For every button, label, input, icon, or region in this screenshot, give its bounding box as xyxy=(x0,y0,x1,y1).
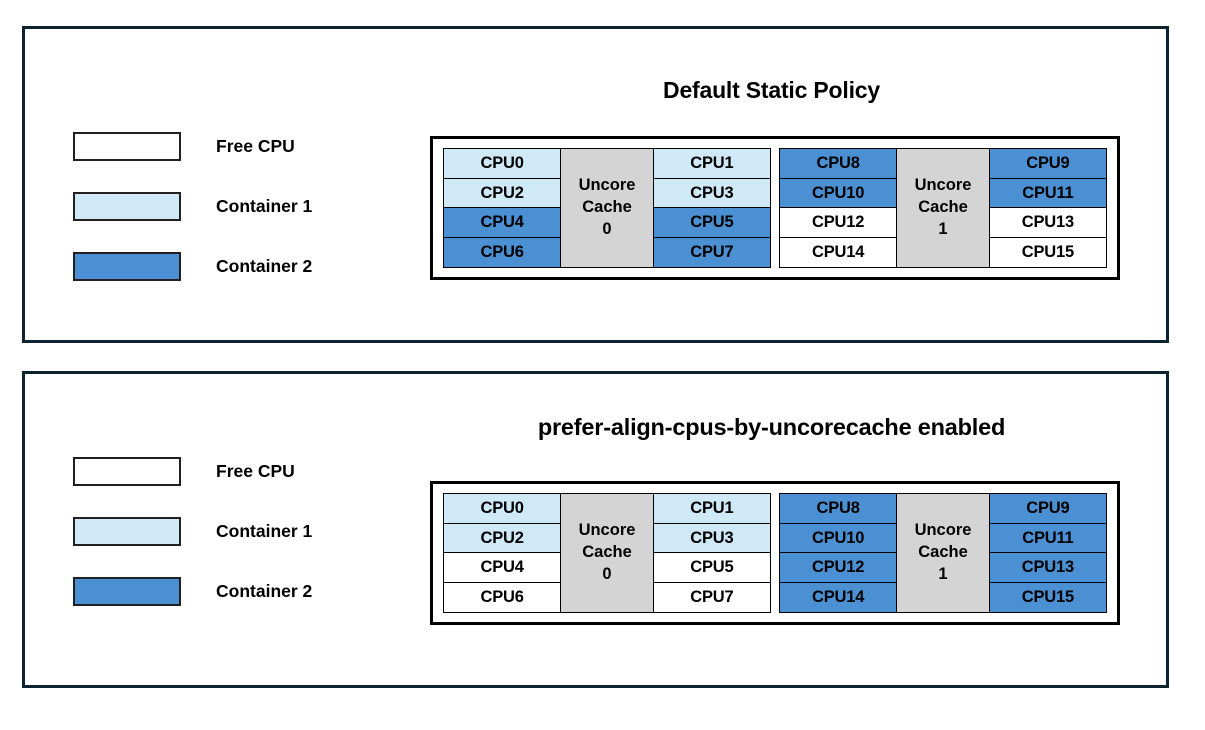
cpu-cell: CPU0 xyxy=(443,148,561,180)
uncore-cache-block: Uncore Cache 0 xyxy=(559,493,655,613)
page-title: prefer-align-cpus-by-uncorecache enabled xyxy=(537,414,1006,440)
cpu-cell: CPU8 xyxy=(779,148,897,180)
cpu-cell: CPU9 xyxy=(989,493,1107,525)
cpu-cell: CPU1 xyxy=(653,493,771,525)
legend-item-container-1: Container 1 xyxy=(73,517,312,546)
cpu-cell: CPU14 xyxy=(779,236,897,268)
cpu-cell: CPU5 xyxy=(653,207,771,239)
cpu-column-right: CPU1 CPU3 CPU5 CPU7 xyxy=(653,493,771,613)
uncore-cache-label-index: 1 xyxy=(938,564,948,583)
cpu-column-left: CPU8 CPU10 CPU12 CPU14 xyxy=(779,148,897,268)
cpu-topology-diagram: CPU0 CPU2 CPU4 CPU6 Uncore Cache 0 CPU1 … xyxy=(430,481,1120,625)
panel-default-static-policy: Default Static Policy Free CPU Container… xyxy=(22,26,1169,343)
socket-uncore-cache-1: CPU8 CPU10 CPU12 CPU14 Uncore Cache 1 CP… xyxy=(779,148,1107,268)
cpu-cell: CPU14 xyxy=(779,581,897,613)
legend-label-container-2: Container 2 xyxy=(216,256,313,276)
legend-label-container-1: Container 1 xyxy=(216,196,313,216)
cpu-column-right: CPU1 CPU3 CPU5 CPU7 xyxy=(653,148,771,268)
uncore-cache-label-line1: Uncore xyxy=(578,521,636,540)
legend-label-free-cpu: Free CPU xyxy=(216,461,295,481)
cpu-column-left: CPU0 CPU2 CPU4 CPU6 xyxy=(443,493,561,613)
uncore-cache-label-line2: Cache xyxy=(918,543,968,562)
cpu-column-right: CPU9 CPU11 CPU13 CPU15 xyxy=(989,148,1107,268)
cpu-cell: CPU3 xyxy=(653,522,771,554)
legend-item-container-1: Container 1 xyxy=(73,192,312,221)
legend-swatch-container-1 xyxy=(73,517,181,546)
cpu-cell: CPU6 xyxy=(443,581,561,613)
socket-uncore-cache-0: CPU0 CPU2 CPU4 CPU6 Uncore Cache 0 CPU1 … xyxy=(443,493,771,613)
cpu-cell: CPU7 xyxy=(653,236,771,268)
uncore-cache-label-line1: Uncore xyxy=(914,521,972,540)
legend-item-free-cpu: Free CPU xyxy=(73,132,312,161)
legend: Free CPU Container 1 Container 2 xyxy=(73,457,312,606)
cpu-cell: CPU2 xyxy=(443,177,561,209)
cpu-column-left: CPU8 CPU10 CPU12 CPU14 xyxy=(779,493,897,613)
uncore-cache-block: Uncore Cache 1 xyxy=(895,148,991,268)
cpu-cell: CPU15 xyxy=(989,581,1107,613)
uncore-cache-label-index: 1 xyxy=(938,219,948,238)
cpu-cell: CPU6 xyxy=(443,236,561,268)
socket-uncore-cache-0: CPU0 CPU2 CPU4 CPU6 Uncore Cache 0 CPU1 … xyxy=(443,148,771,268)
legend-item-container-2: Container 2 xyxy=(73,577,312,606)
legend-swatch-free-cpu xyxy=(73,132,181,161)
cpu-cell: CPU13 xyxy=(989,552,1107,584)
cpu-cell: CPU15 xyxy=(989,236,1107,268)
cpu-cell: CPU13 xyxy=(989,207,1107,239)
uncore-cache-label-line2: Cache xyxy=(918,198,968,217)
cpu-cell: CPU12 xyxy=(779,552,897,584)
cpu-cell: CPU4 xyxy=(443,207,561,239)
uncore-cache-block: Uncore Cache 0 xyxy=(559,148,655,268)
cpu-cell: CPU9 xyxy=(989,148,1107,180)
cpu-cell: CPU0 xyxy=(443,493,561,525)
legend-item-container-2: Container 2 xyxy=(73,252,312,281)
legend-label-container-1: Container 1 xyxy=(216,521,313,541)
uncore-cache-label-index: 0 xyxy=(602,564,612,583)
cpu-topology-diagram: CPU0 CPU2 CPU4 CPU6 Uncore Cache 0 CPU1 … xyxy=(430,136,1120,280)
uncore-cache-label-line1: Uncore xyxy=(578,176,636,195)
cpu-column-right: CPU9 CPU11 CPU13 CPU15 xyxy=(989,493,1107,613)
cpu-cell: CPU10 xyxy=(779,177,897,209)
uncore-cache-block: Uncore Cache 1 xyxy=(895,493,991,613)
cpu-cell: CPU8 xyxy=(779,493,897,525)
uncore-cache-label-line2: Cache xyxy=(582,543,632,562)
cpu-cell: CPU11 xyxy=(989,177,1107,209)
socket-uncore-cache-1: CPU8 CPU10 CPU12 CPU14 Uncore Cache 1 CP… xyxy=(779,493,1107,613)
page-title: Default Static Policy xyxy=(663,77,880,103)
cpu-cell: CPU7 xyxy=(653,581,771,613)
legend-label-free-cpu: Free CPU xyxy=(216,136,295,156)
cpu-cell: CPU10 xyxy=(779,522,897,554)
legend-swatch-container-2 xyxy=(73,577,181,606)
uncore-cache-label-index: 0 xyxy=(602,219,612,238)
cpu-cell: CPU2 xyxy=(443,522,561,554)
legend-swatch-container-2 xyxy=(73,252,181,281)
legend-swatch-container-1 xyxy=(73,192,181,221)
uncore-cache-label-line1: Uncore xyxy=(914,176,972,195)
cpu-cell: CPU5 xyxy=(653,552,771,584)
cpu-column-left: CPU0 CPU2 CPU4 CPU6 xyxy=(443,148,561,268)
cpu-cell: CPU12 xyxy=(779,207,897,239)
legend-item-free-cpu: Free CPU xyxy=(73,457,312,486)
legend: Free CPU Container 1 Container 2 xyxy=(73,132,312,281)
cpu-cell: CPU3 xyxy=(653,177,771,209)
uncore-cache-label-line2: Cache xyxy=(582,198,632,217)
cpu-cell: CPU4 xyxy=(443,552,561,584)
panel-prefer-align-cpus-by-uncorecache: prefer-align-cpus-by-uncorecache enabled… xyxy=(22,371,1169,688)
legend-label-container-2: Container 2 xyxy=(216,581,313,601)
legend-swatch-free-cpu xyxy=(73,457,181,486)
cpu-cell: CPU11 xyxy=(989,522,1107,554)
cpu-cell: CPU1 xyxy=(653,148,771,180)
